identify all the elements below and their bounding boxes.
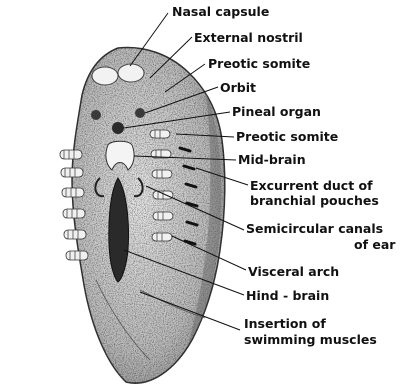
- label-preotic-somite-1: Preotic somite: [208, 56, 310, 71]
- left-gill-4: [63, 209, 85, 218]
- label-excurrent-duct-1: Excurrent duct of: [250, 178, 373, 193]
- label-orbit: Orbit: [220, 80, 256, 95]
- right-gill-6: [152, 233, 172, 241]
- label-excurrent-duct-2: branchial pouches: [250, 193, 379, 208]
- label-semicircular-2: of ear: [354, 237, 396, 252]
- label-insertion-1: Insertion of: [244, 316, 326, 331]
- right-gill-3: [152, 170, 172, 178]
- label-mid-brain: Mid-brain: [238, 152, 306, 167]
- orbit-mark-right: [135, 108, 145, 118]
- left-gill-1: [60, 150, 82, 159]
- right-gill-1: [150, 130, 170, 138]
- right-gill-5: [153, 212, 173, 220]
- left-gill-6: [66, 251, 88, 260]
- label-insertion-2: swimming muscles: [244, 332, 377, 347]
- pineal-organ-mark: [112, 122, 124, 134]
- left-gill-5: [64, 230, 86, 239]
- left-gill-2: [61, 168, 83, 177]
- orbit-mark: [91, 110, 101, 120]
- body-speckle: [72, 47, 225, 383]
- left-gill-3: [62, 188, 84, 197]
- right-gill-4: [153, 191, 173, 199]
- label-visceral-arch: Visceral arch: [248, 264, 339, 279]
- label-pineal-organ: Pineal organ: [232, 104, 321, 119]
- label-hind-brain: Hind - brain: [246, 288, 329, 303]
- label-semicircular-1: Semicircular canals: [246, 221, 383, 236]
- animal-body: [72, 47, 225, 383]
- nasal-capsule-left: [92, 67, 118, 85]
- label-nasal-capsule: Nasal capsule: [172, 4, 269, 19]
- nasal-capsule-right: [118, 64, 144, 82]
- label-external-nostril: External nostril: [194, 30, 303, 45]
- label-preotic-somite-2: Preotic somite: [236, 129, 338, 144]
